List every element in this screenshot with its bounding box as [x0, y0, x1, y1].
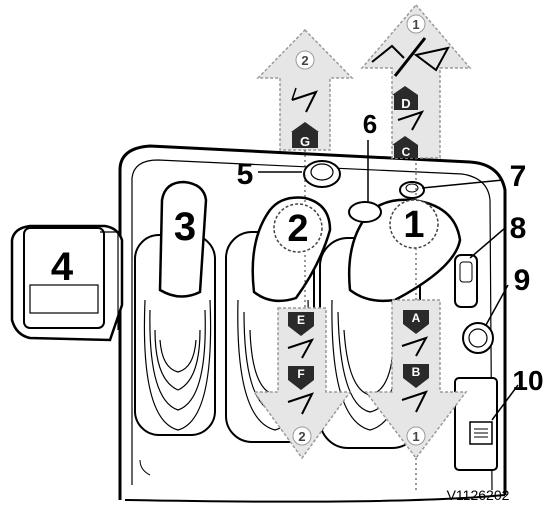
down-arrow-joystick-2: E F 2 [252, 307, 352, 460]
down-arrow-2-number: 2 [298, 429, 305, 444]
badge-f: F [297, 367, 304, 381]
down-arrow-1-number: 1 [412, 429, 419, 444]
joystick-2-marker [273, 203, 323, 253]
control-8-switch [454, 254, 478, 308]
callout-7: 7 [510, 160, 527, 193]
joystick-3 [134, 180, 216, 436]
down-arrow-joystick-1: A B 1 [364, 299, 468, 460]
up-arrow-joystick-2: 2 G [256, 28, 354, 151]
control-5-button [303, 160, 341, 188]
callout-1: 1 [403, 204, 424, 246]
badge-c: C [402, 145, 411, 159]
callout-9: 9 [514, 264, 531, 297]
callout-5: 5 [237, 158, 254, 191]
callout-3: 3 [174, 205, 196, 249]
up-arrow-2-number: 2 [301, 53, 308, 68]
component-4-block [10, 224, 124, 342]
badge-b: B [412, 365, 421, 379]
control-6-button [348, 201, 382, 223]
callout-2: 2 [287, 208, 308, 250]
up-arrow-1-number: 1 [412, 17, 419, 32]
badge-a: A [412, 311, 421, 325]
up-arrow-joystick-1: 1 D C [360, 3, 472, 159]
control-7-button [399, 181, 425, 199]
control-10-panel [454, 377, 498, 471]
badge-g: G [300, 134, 310, 149]
callout-10: 10 [512, 365, 543, 396]
joystick-1-marker [389, 199, 439, 249]
figure-code: V1126202 [447, 487, 510, 503]
callout-4: 4 [51, 245, 74, 289]
callout-6: 6 [363, 109, 377, 139]
control-9-knob [462, 322, 494, 354]
badge-e: E [297, 313, 305, 327]
leader-lines [258, 140, 519, 421]
badge-d: D [401, 96, 410, 111]
callout-8: 8 [510, 212, 527, 245]
